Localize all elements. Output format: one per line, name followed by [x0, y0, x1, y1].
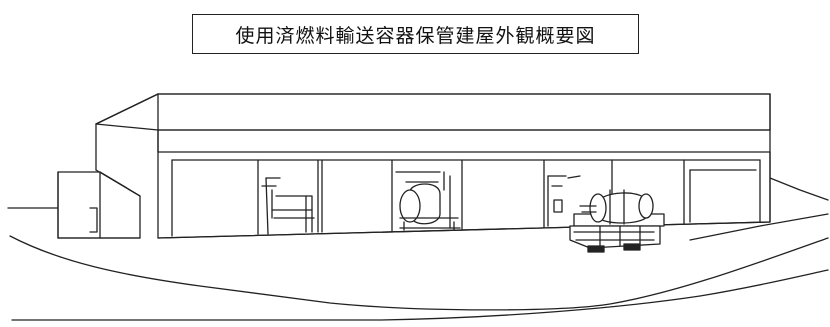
- road-lines: [7, 177, 829, 321]
- transport-vehicle-with-cask: [569, 189, 665, 253]
- title-box: 使用済燃料輸送容器保管建屋外観概要図: [192, 14, 639, 54]
- main-roof: [95, 93, 771, 197]
- main-facade: [157, 129, 771, 239]
- bay-1-interior: [261, 159, 319, 235]
- bay-3-interior: [547, 175, 581, 227]
- bay-2-cask: [395, 171, 461, 231]
- annex-building: [57, 171, 141, 239]
- diagram-title: 使用済燃料輸送容器保管建屋外観概要図: [235, 24, 596, 47]
- bay-4-interior: [689, 169, 757, 223]
